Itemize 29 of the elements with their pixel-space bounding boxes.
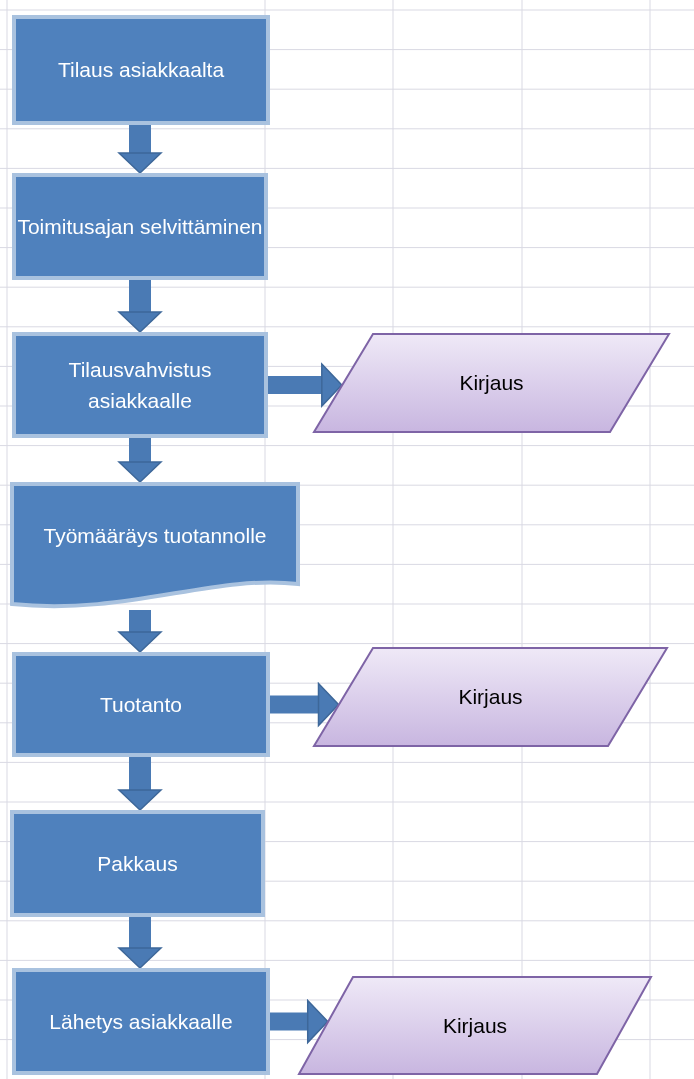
block-arrow [270, 999, 329, 1044]
data-parallelogram [313, 647, 668, 747]
block-arrow [270, 682, 340, 727]
step-label: Kirjaus [459, 370, 524, 397]
step-label: Tilausvahvistus asiakkaalle [67, 356, 213, 414]
block-arrow [118, 917, 162, 969]
step-label: Tuotanto [99, 691, 183, 718]
document-shape [10, 482, 300, 610]
block-arrow [268, 363, 343, 407]
step-label: Tilaus asiakkaalta [57, 57, 225, 84]
step-label: Työmääräys tuotannolle [43, 523, 267, 550]
block-arrow [118, 280, 162, 333]
process-box [12, 968, 270, 1075]
block-arrow [118, 125, 162, 174]
process-box [12, 173, 268, 280]
block-arrow [118, 438, 162, 483]
process-box [12, 332, 268, 438]
data-parallelogram [313, 333, 670, 433]
step-label: Pakkaus [97, 850, 178, 877]
step-label: Lähetys asiakkaalle [49, 1008, 233, 1035]
step-label: Kirjaus [458, 684, 523, 711]
process-box [12, 652, 270, 757]
block-arrow [118, 610, 162, 653]
block-arrow [118, 757, 162, 811]
process-box [12, 15, 270, 125]
step-label: Toimitusajan selvittäminen [17, 213, 263, 240]
data-parallelogram [298, 976, 652, 1075]
process-box [10, 810, 265, 917]
step-label: Kirjaus [442, 1012, 508, 1039]
